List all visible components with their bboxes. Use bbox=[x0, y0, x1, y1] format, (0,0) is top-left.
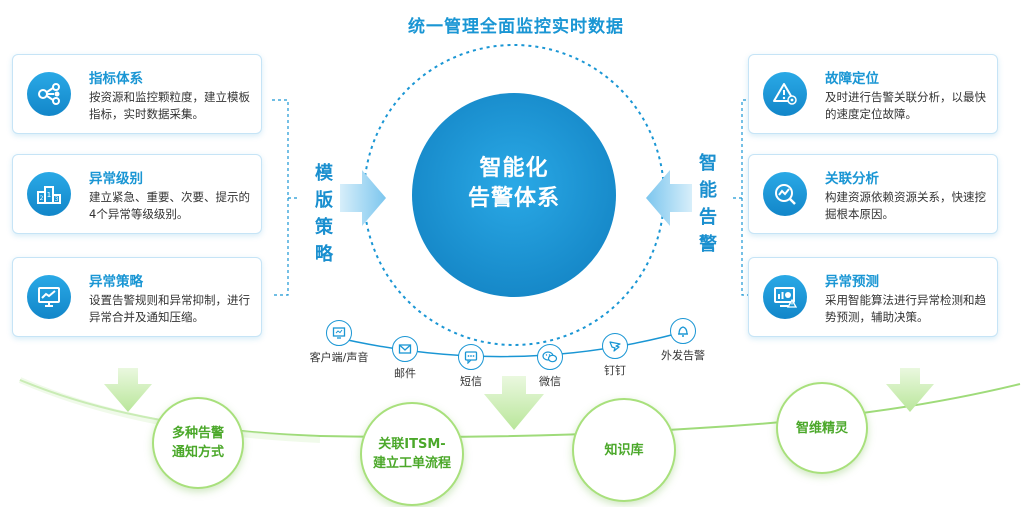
center-label: 智能化 告警体系 bbox=[412, 154, 616, 214]
card-desc: 及时进行告警关联分析，以最快的速度定位故障。 bbox=[825, 90, 986, 121]
right-label-char: 智 bbox=[699, 153, 717, 174]
monitor-chart-icon bbox=[27, 275, 71, 319]
right-label-char: 能 bbox=[699, 180, 717, 201]
itsm-workflow-circle[interactable]: 关联ITSM- 建立工单流程 bbox=[360, 402, 464, 506]
channel-label: 邮件 bbox=[394, 367, 416, 380]
channel-label: 钉钉 bbox=[604, 364, 626, 377]
down-arrow-center bbox=[484, 376, 544, 430]
dashboard-warning-icon bbox=[763, 275, 807, 319]
center-line1: 智能化 bbox=[479, 156, 549, 181]
sms-icon bbox=[458, 344, 484, 370]
circle-line1: 知识库 bbox=[604, 442, 644, 458]
down-arrow-left bbox=[104, 368, 152, 412]
card-title: 故障定位 bbox=[825, 71, 879, 87]
circle-line1: 智维精灵 bbox=[795, 420, 848, 436]
card-desc: 设置告警规则和异常抑制，进行异常合并及通知压缩。 bbox=[89, 293, 250, 324]
card-title: 异常级别 bbox=[89, 171, 143, 187]
svg-text:1: 1 bbox=[47, 191, 51, 199]
circle-line2: 通知方式 bbox=[171, 445, 224, 460]
left-label-char: 版 bbox=[315, 190, 333, 211]
svg-text:3: 3 bbox=[55, 196, 59, 203]
card-title: 关联分析 bbox=[825, 171, 879, 187]
channel-arc bbox=[329, 329, 691, 358]
core-circle bbox=[412, 93, 616, 297]
circle-line1: 关联ITSM- bbox=[378, 437, 446, 452]
left-label-char: 略 bbox=[315, 244, 333, 265]
left-label-char: 模 bbox=[315, 163, 333, 184]
card-desc: 采用智能算法进行异常检测和趋势预测，辅助决策。 bbox=[825, 293, 986, 324]
card-title: 异常策略 bbox=[89, 274, 143, 290]
card-title: 异常预测 bbox=[825, 274, 879, 290]
channel-label: 外发告警 bbox=[661, 349, 705, 362]
left-label-char: 策 bbox=[315, 217, 333, 238]
client-screen-icon bbox=[326, 320, 352, 346]
card-anomaly-prediction[interactable]: 异常预测 采用智能算法进行异常检测和趋势预测，辅助决策。 bbox=[748, 257, 998, 337]
circle-line1: 多种告警 bbox=[171, 426, 224, 441]
wechat-icon bbox=[537, 344, 563, 370]
right-label-char: 警 bbox=[699, 234, 717, 255]
left-bracket bbox=[272, 99, 300, 296]
down-arrow-right bbox=[886, 368, 934, 412]
page-title: 统一管理全面监控实时数据 bbox=[408, 17, 624, 37]
right-label-char: 告 bbox=[699, 207, 717, 228]
notify-methods-circle[interactable]: 多种告警 通知方式 bbox=[152, 397, 244, 489]
center-line2: 告警体系 bbox=[467, 186, 560, 211]
analysis-search-icon bbox=[763, 172, 807, 216]
card-indicator-system[interactable]: 指标体系 按资源和监控颗粒度，建立模板指标，实时数据采集。 bbox=[12, 54, 262, 134]
bell-icon bbox=[670, 318, 696, 344]
knowledge-base-circle[interactable]: 知识库 bbox=[572, 398, 676, 502]
left-vertical-label: 模 版 策 略 bbox=[312, 160, 336, 268]
card-title: 指标体系 bbox=[89, 71, 143, 87]
card-desc: 按资源和监控颗粒度，建立模板指标，实时数据采集。 bbox=[89, 90, 250, 121]
card-desc: 建立紧急、重要、次要、提示的4个异常等级级别。 bbox=[89, 190, 250, 221]
left-arrow bbox=[340, 170, 386, 226]
smart-ops-circle[interactable]: 智维精灵 bbox=[776, 382, 868, 474]
share-nodes-icon bbox=[27, 72, 71, 116]
mail-icon bbox=[392, 336, 418, 362]
channel-label: 微信 bbox=[539, 375, 561, 388]
card-desc: 构建资源依赖资源关系，快速挖掘根本原因。 bbox=[825, 190, 986, 221]
svg-text:2: 2 bbox=[40, 195, 44, 202]
right-vertical-label: 智 能 告 警 bbox=[696, 150, 720, 258]
warning-gear-icon bbox=[763, 72, 807, 116]
channel-label: 短信 bbox=[460, 375, 482, 388]
card-correlation-analysis[interactable]: 关联分析 构建资源依赖资源关系，快速挖掘根本原因。 bbox=[748, 154, 998, 234]
dingtalk-icon bbox=[602, 333, 628, 359]
right-arrow bbox=[646, 170, 692, 226]
card-anomaly-strategy[interactable]: 异常策略 设置告警规则和异常抑制，进行异常合并及通知压缩。 bbox=[12, 257, 262, 337]
card-fault-location[interactable]: 故障定位 及时进行告警关联分析，以最快的速度定位故障。 bbox=[748, 54, 998, 134]
channel-label: 客户端/声音 bbox=[309, 351, 369, 364]
circle-line2: 建立工单流程 bbox=[372, 456, 451, 471]
